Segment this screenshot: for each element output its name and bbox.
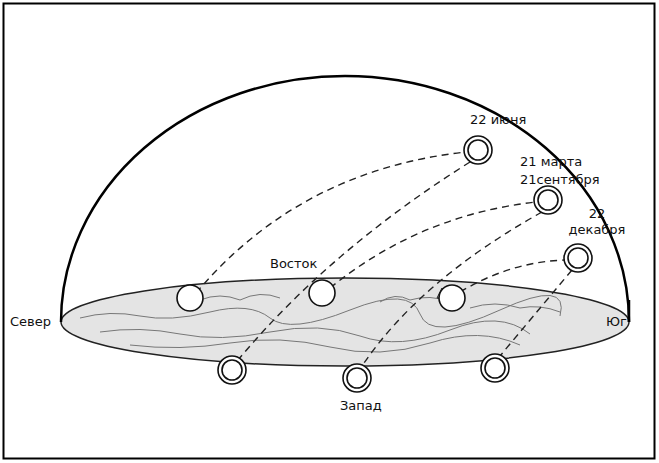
sky-dome bbox=[61, 76, 629, 322]
date-label: 22 июня bbox=[470, 112, 526, 128]
date-label: 21сентября bbox=[520, 172, 600, 188]
date-label: 22 декабря bbox=[566, 206, 628, 239]
date-label: 21 марта bbox=[520, 154, 582, 170]
direction-label: Запад bbox=[340, 398, 382, 414]
direction-label: Север bbox=[10, 314, 51, 330]
frame bbox=[4, 4, 655, 459]
horizon-plane bbox=[61, 278, 629, 366]
direction-label: Юг bbox=[606, 314, 627, 330]
sun-path bbox=[196, 152, 572, 366]
direction-label: Восток bbox=[270, 256, 317, 272]
